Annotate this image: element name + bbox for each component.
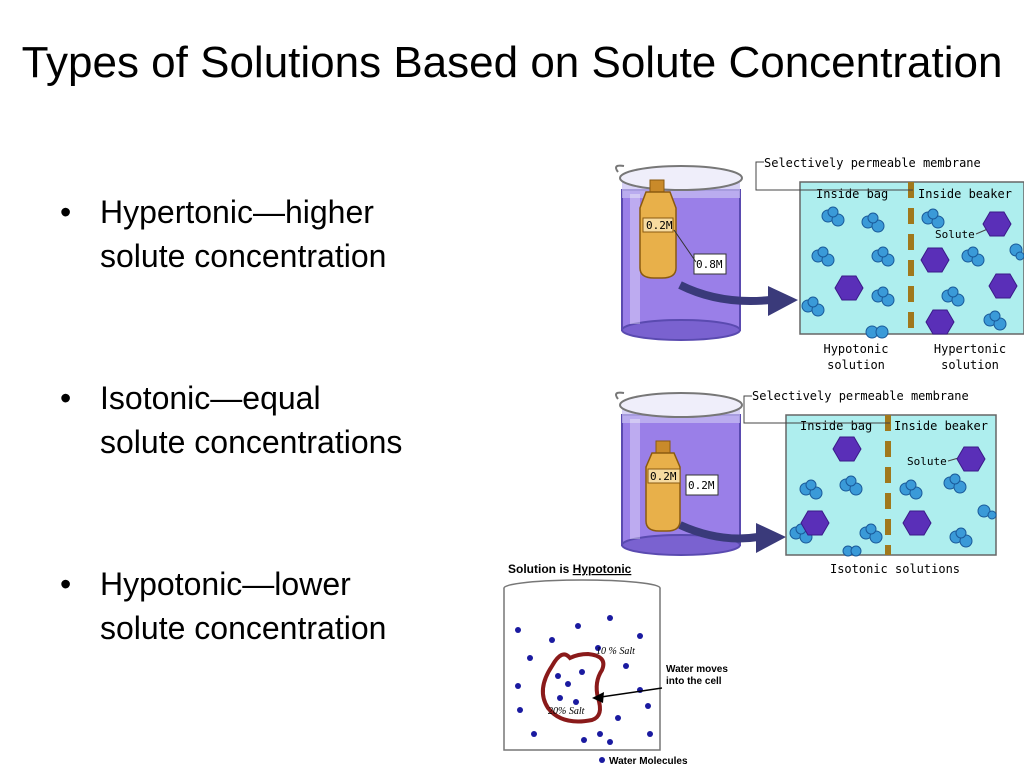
bullet-hypotonic-line2: solute concentration <box>100 610 387 646</box>
dialysis-bag <box>645 440 681 532</box>
membrane-label: Selectively permeable membrane <box>752 389 969 403</box>
beaker <box>503 579 661 751</box>
beaker-concentration: 0.8M <box>696 258 723 271</box>
inside-salt-label: 20% Salt <box>548 706 585 717</box>
water-molecules <box>801 206 1024 339</box>
bullet-isotonic-line2: solute concentrations <box>100 424 403 460</box>
outside-salt-label: 10 % Salt <box>596 646 635 657</box>
inside-bag-label: Inside bag <box>816 187 888 201</box>
bag-concentration: 0.2M <box>650 470 677 483</box>
legend-dot <box>599 757 605 763</box>
bullet-hypertonic-line2: solute concentration <box>100 238 387 274</box>
solute-particles <box>834 211 1018 335</box>
heading-prefix: Solution is <box>508 562 573 576</box>
right-caption-2: solution <box>941 358 999 372</box>
dialysis-bag <box>639 179 677 279</box>
inside-beaker-label: Inside beaker <box>918 187 1012 201</box>
beaker <box>615 391 743 556</box>
bullet-dot: • <box>60 566 72 602</box>
inside-bag-label: Inside bag <box>800 419 872 433</box>
arrow-label-1: Water moves <box>666 664 728 675</box>
heading-emph: Hypotonic <box>573 562 632 576</box>
zoom-arrow <box>678 281 771 305</box>
water-flow-arrow <box>593 687 663 699</box>
hypertonic-diagram: 0.2M 0.8M Inside bag Inside beaker Selec… <box>615 156 1024 372</box>
hypotonic-diagram: Solution is Hypotonic 10 % Salt 20% Salt… <box>503 562 728 767</box>
bullet-isotonic-line1: Isotonic—equal <box>100 380 321 416</box>
membrane-label: Selectively permeable membrane <box>764 156 981 170</box>
isotonic-diagram: 0.2M 0.2M Inside bag Inside beaker Selec… <box>615 389 997 576</box>
cell-wall <box>540 651 606 724</box>
bullet-dot: • <box>60 194 72 230</box>
slide-title: Types of Solutions Based on Solute Conce… <box>21 38 1003 87</box>
left-caption-1: Hypotonic <box>823 342 888 356</box>
zoom-panel <box>799 181 1024 335</box>
caption: Isotonic solutions <box>830 562 960 576</box>
legend-label: Water Molecules <box>609 756 688 767</box>
left-caption-2: solution <box>827 358 885 372</box>
bullet-dot: • <box>60 380 72 416</box>
solute-label: Solute <box>935 228 975 241</box>
bullet-hypotonic-line1: Hypotonic—lower <box>100 566 351 602</box>
solute-particles <box>800 436 986 536</box>
inside-beaker-label: Inside beaker <box>894 419 988 433</box>
beaker-concentration: 0.2M <box>688 479 715 492</box>
arrow-label-2: into the cell <box>666 676 722 687</box>
bullet-hypertonic-line1: Hypertonic—higher <box>100 194 374 230</box>
water-dots <box>515 615 653 745</box>
bag-concentration: 0.2M <box>646 219 673 232</box>
solute-label: Solute <box>907 455 947 468</box>
right-caption-1: Hypertonic <box>934 342 1006 356</box>
hypotonic-heading: Solution is Hypotonic <box>508 562 632 576</box>
beaker <box>615 164 743 341</box>
water-molecules <box>789 473 997 557</box>
zoom-arrow <box>678 521 759 543</box>
